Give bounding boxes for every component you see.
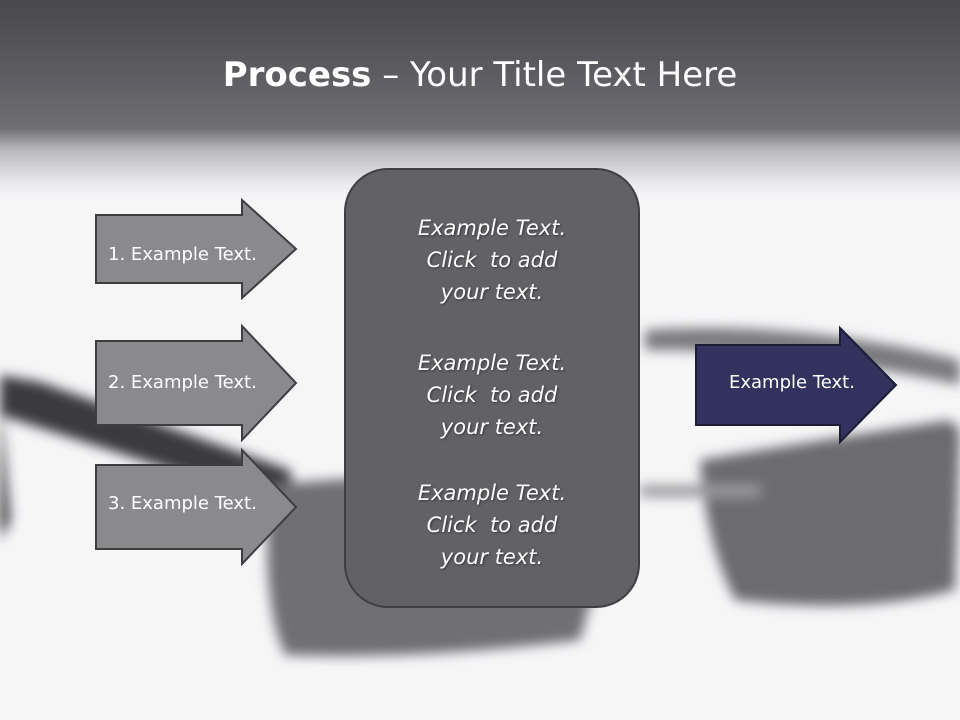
center-paragraph-2: Example Text. Click to add your text.	[344, 347, 640, 443]
center-paragraph-3-line-2: Click to add	[426, 513, 558, 537]
arrow-shape-1	[95, 197, 298, 301]
center-paragraph-3: Example Text. Click to add your text.	[344, 477, 640, 573]
title-banner	[0, 0, 960, 200]
center-paragraph-1-line-2: Click to add	[426, 248, 558, 272]
arrow-label-3: 3. Example Text.	[108, 493, 257, 514]
arrow-label-2: 2. Example Text.	[108, 372, 257, 393]
center-paragraph-3-line-1: Example Text.	[417, 481, 567, 505]
arrow-shape-2	[95, 323, 298, 443]
center-text-box	[344, 168, 640, 608]
right-arrow-label: Example Text.	[729, 372, 855, 393]
center-paragraph-2-line-3: your text.	[440, 415, 544, 439]
center-paragraph-1: Example Text. Click to add your text.	[344, 212, 640, 308]
arrow-shape-3	[95, 447, 298, 567]
slide-title: Process – Your Title Text Here	[0, 50, 960, 100]
center-paragraph-1-line-3: your text.	[440, 280, 544, 304]
right-arrow-shape	[695, 325, 898, 445]
title-bold: Process	[222, 55, 372, 95]
center-paragraph-2-line-1: Example Text.	[417, 351, 567, 375]
arrow-label-1: 1. Example Text.	[108, 244, 257, 265]
title-rest: – Your Title Text Here	[371, 55, 738, 95]
center-paragraph-3-line-3: your text.	[440, 545, 544, 569]
center-paragraph-1-line-1: Example Text.	[417, 216, 567, 240]
center-paragraph-2-line-2: Click to add	[426, 383, 558, 407]
